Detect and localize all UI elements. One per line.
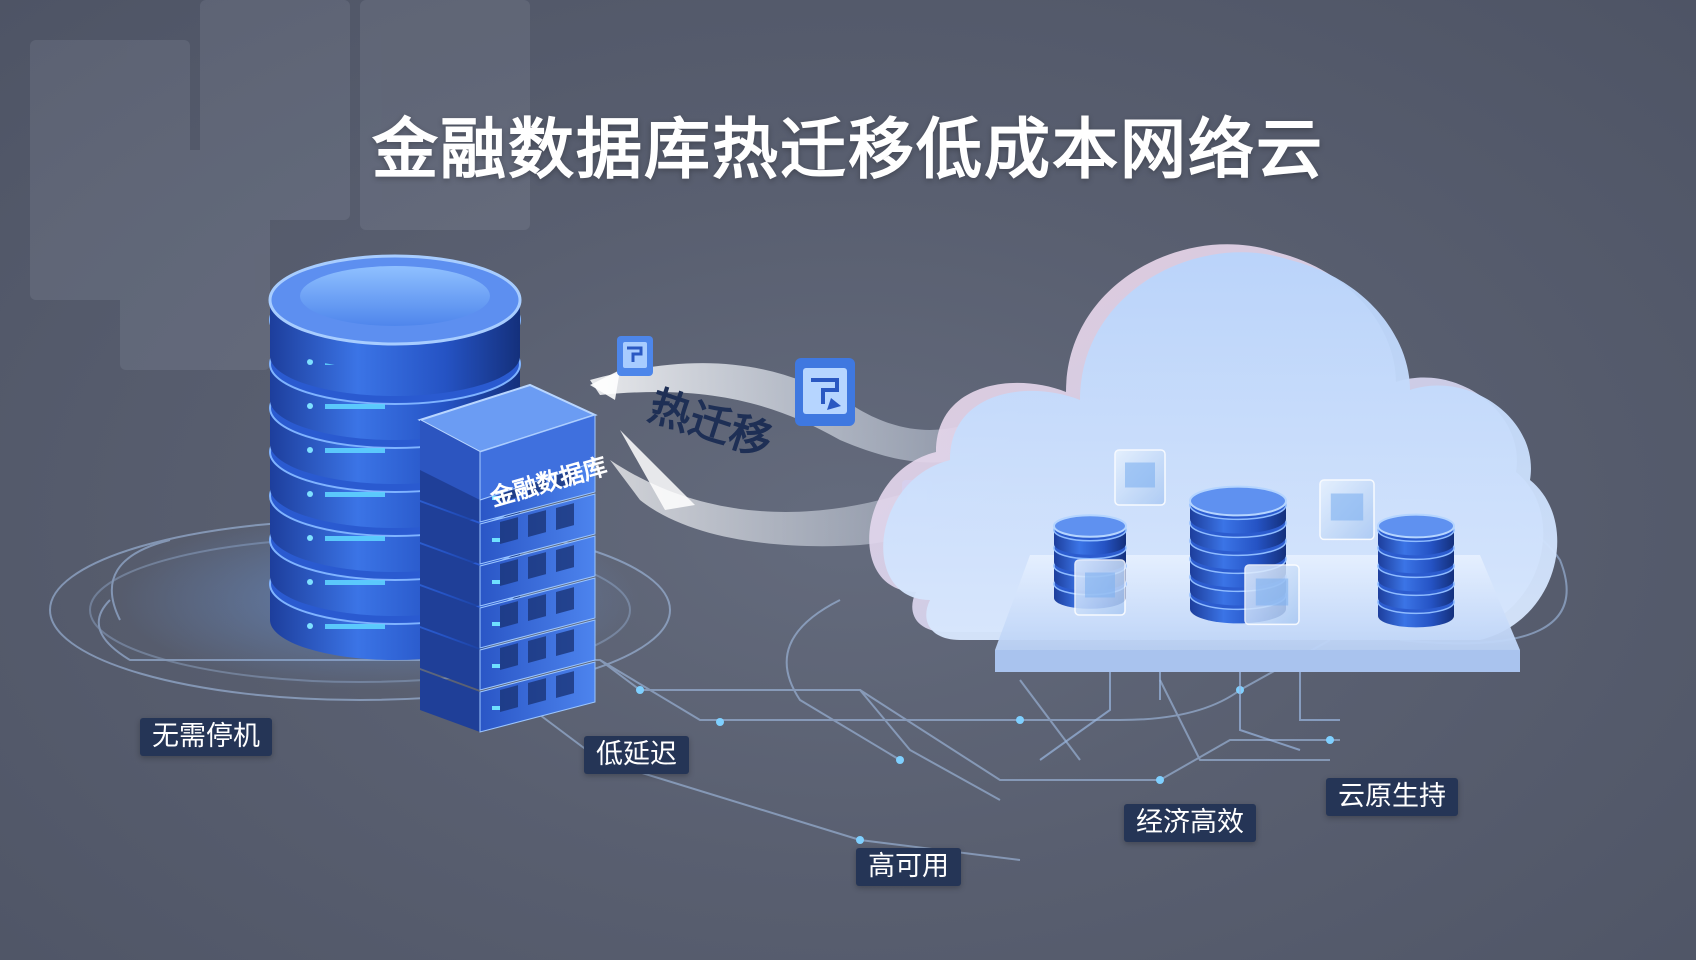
rack-unit xyxy=(420,577,596,649)
feature-tag-high-availability: 高可用 xyxy=(856,848,961,886)
feature-tag-low-latency: 低延迟 xyxy=(584,736,689,774)
cloud-cube-icon xyxy=(1114,449,1166,506)
data-packet-icon xyxy=(617,336,932,514)
database-top-disk xyxy=(268,254,522,370)
rack-unit xyxy=(420,661,596,733)
feature-tag-cost-efficient: 经济高效 xyxy=(1124,804,1256,842)
cloud-cube-icon xyxy=(1319,479,1375,541)
background-blocks xyxy=(30,0,530,370)
cloud-connectors xyxy=(1039,672,1340,761)
cloud-servers xyxy=(1053,449,1455,628)
cloud-database-icon xyxy=(1377,513,1455,628)
rack-unit xyxy=(420,619,596,691)
cloud-cube-icon xyxy=(1244,564,1300,626)
server-rack-icon xyxy=(417,383,598,733)
feature-tag-no-downtime: 无需停机 xyxy=(140,718,272,756)
rack-unit xyxy=(420,535,596,607)
rack-top xyxy=(417,383,598,501)
rack-unit xyxy=(420,493,596,565)
cloud-cube-icon xyxy=(1074,559,1126,616)
page-title: 金融数据库热迁移低成本网络云 xyxy=(372,111,1324,188)
feature-tag-cloud-native: 云原生持 xyxy=(1326,778,1458,816)
